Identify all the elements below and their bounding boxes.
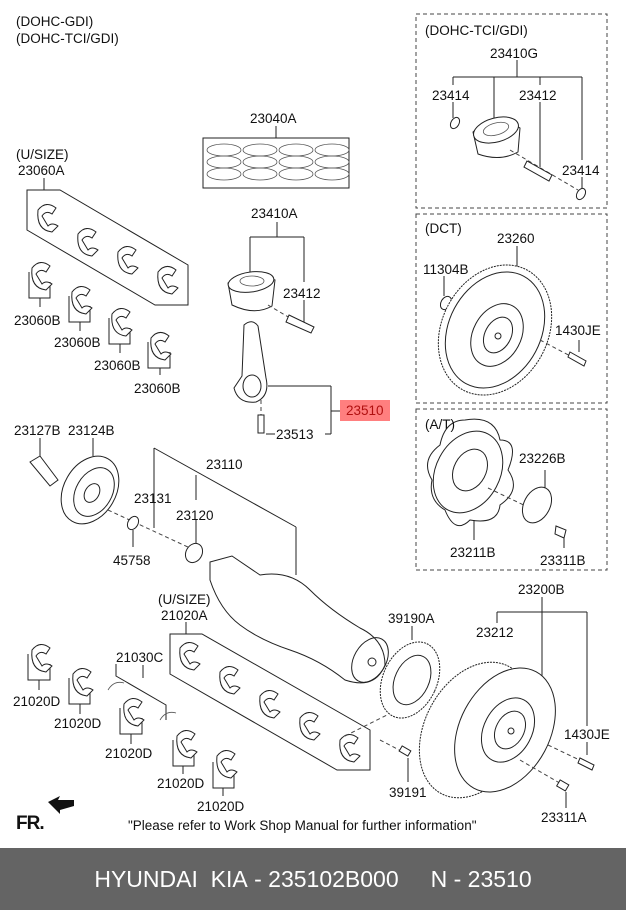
part-label-23060B-4[interactable]: 23060B bbox=[134, 381, 181, 396]
part-label-23414-left[interactable]: 23414 bbox=[432, 88, 470, 103]
panel-title-tci-gdi: (DOHC-TCI/GDI) bbox=[425, 23, 528, 38]
part-label-21020A[interactable]: 21020A bbox=[161, 608, 208, 623]
part-label-23127B[interactable]: 23127B bbox=[14, 423, 61, 438]
conrod-bearing-usize-note: (U/SIZE) bbox=[16, 147, 69, 162]
part-label-23260[interactable]: 23260 bbox=[497, 231, 535, 246]
part-label-23060B-3[interactable]: 23060B bbox=[94, 358, 141, 373]
part-label-23513[interactable]: 23513 bbox=[276, 427, 314, 442]
part-label-23200B[interactable]: 23200B bbox=[518, 582, 565, 597]
tci-snap-ring-left bbox=[449, 116, 461, 130]
flywheel bbox=[454, 667, 556, 793]
connecting-rod bbox=[233, 321, 268, 403]
part-label-1430JE[interactable]: 1430JE bbox=[564, 727, 610, 742]
part-label-23120[interactable]: 23120 bbox=[176, 508, 214, 523]
panel-title-dct: (DCT) bbox=[425, 221, 462, 236]
piston-ring-set bbox=[202, 126, 350, 189]
part-label-21020D-2[interactable]: 21020D bbox=[54, 716, 102, 731]
workshop-manual-note: "Please refer to Work Shop Manual for fu… bbox=[128, 818, 477, 833]
separator-2: - bbox=[447, 865, 468, 892]
at-drive-plate bbox=[427, 418, 514, 527]
tci-piston-group bbox=[449, 60, 587, 201]
part-label-23410G[interactable]: 23410G bbox=[490, 46, 539, 61]
main-bearing-usize-note: (U/SIZE) bbox=[158, 592, 211, 607]
target-wheel-group bbox=[344, 626, 441, 782]
diagram-drawing bbox=[26, 13, 608, 814]
at-driveplate-group bbox=[427, 418, 567, 548]
part-label-23060A[interactable]: 23060A bbox=[18, 163, 65, 178]
crank-sprocket bbox=[184, 542, 204, 564]
part-label-23060B-2[interactable]: 23060B bbox=[54, 335, 101, 350]
part-label-23226B[interactable]: 23226B bbox=[519, 451, 566, 466]
dct-flywheel-group bbox=[437, 246, 587, 396]
crankshaft-front-group bbox=[29, 438, 389, 684]
part-label-23211B[interactable]: 23211B bbox=[450, 545, 496, 560]
flywheel-dowel-pin bbox=[577, 757, 595, 771]
part-label-23311A[interactable]: 23311A bbox=[541, 810, 587, 825]
panel-tci-gdi-border bbox=[415, 13, 608, 209]
part-label-23311B[interactable]: 23311B bbox=[540, 553, 586, 568]
front-arrow-icon bbox=[48, 796, 74, 814]
part-label-21020D-4[interactable]: 21020D bbox=[157, 776, 205, 791]
at-adapter-plate bbox=[521, 486, 553, 524]
target-wheel-bolt bbox=[398, 745, 412, 757]
ref-number: 23510 bbox=[467, 865, 532, 892]
part-label-21020D-3[interactable]: 21020D bbox=[105, 746, 153, 761]
piston-conrod-group bbox=[227, 222, 340, 435]
ref-prefix: N bbox=[430, 865, 448, 892]
target-wheel bbox=[379, 641, 441, 719]
part-label-39190A[interactable]: 39190A bbox=[388, 611, 435, 626]
part-label-23414-right[interactable]: 23414 bbox=[562, 163, 600, 178]
tci-snap-ring-right bbox=[575, 187, 587, 201]
part-label-23412-tci[interactable]: 23412 bbox=[519, 88, 557, 103]
part-label-23510-highlighted[interactable]: 23510 bbox=[340, 400, 390, 421]
oem-part-number: 235102B000 bbox=[268, 865, 399, 892]
panel-title-at: (A/T) bbox=[425, 417, 455, 432]
part-label-23110[interactable]: 23110 bbox=[206, 457, 243, 472]
part-label-23124B[interactable]: 23124B bbox=[68, 423, 115, 438]
damper-pulley bbox=[60, 455, 120, 525]
part-label-23212[interactable]: 23212 bbox=[476, 625, 514, 640]
engine-variant-2: (DOHC-TCI/GDI) bbox=[16, 31, 119, 46]
part-label-21020D-5[interactable]: 21020D bbox=[197, 799, 245, 814]
panel-at-border bbox=[415, 408, 608, 571]
front-indicator: FR. bbox=[16, 813, 45, 834]
part-number-banner: HYUNDAI KIA - 235102B000 N - 23510 bbox=[0, 848, 626, 910]
part-label-39191[interactable]: 39191 bbox=[389, 785, 427, 800]
connecting-rod-bolt bbox=[257, 414, 265, 434]
parts-diagram: (DOHC-GDI) (DOHC-TCI/GDI) (DOHC-TCI/GDI)… bbox=[13, 13, 610, 834]
part-label-45758[interactable]: 45758 bbox=[113, 553, 151, 568]
at-bolt bbox=[554, 525, 567, 539]
separator: - bbox=[247, 865, 269, 892]
flywheel-bolt bbox=[555, 779, 570, 792]
part-label-23131[interactable]: 23131 bbox=[134, 491, 172, 506]
crankshaft bbox=[209, 555, 386, 684]
main-bearing-group bbox=[27, 622, 371, 796]
part-label-23060B-1[interactable]: 23060B bbox=[14, 313, 61, 328]
part-label-1430JE-dct[interactable]: 1430JE bbox=[555, 323, 601, 338]
part-label-23040A[interactable]: 23040A bbox=[250, 111, 297, 126]
part-label-11304B[interactable]: 11304B bbox=[423, 262, 469, 277]
pulley-bolt bbox=[29, 455, 59, 487]
dct-flywheel bbox=[437, 264, 553, 396]
engine-variant-1: (DOHC-GDI) bbox=[16, 14, 94, 29]
conrod-bearing-group bbox=[26, 178, 189, 375]
panel-dct-border bbox=[415, 213, 608, 404]
washer bbox=[126, 515, 140, 531]
part-label-23410A[interactable]: 23410A bbox=[251, 206, 298, 221]
dct-dowel-pin bbox=[567, 351, 587, 367]
part-label-23412[interactable]: 23412 bbox=[283, 286, 321, 301]
part-label-21030C[interactable]: 21030C bbox=[116, 650, 164, 665]
spacer bbox=[399, 866, 431, 893]
tci-piston-pin bbox=[523, 160, 553, 182]
piston-pin bbox=[285, 314, 315, 334]
part-label-21020D-1[interactable]: 21020D bbox=[13, 694, 61, 709]
flywheel-group bbox=[418, 597, 595, 808]
brand-name: HYUNDAI KIA bbox=[94, 865, 248, 892]
